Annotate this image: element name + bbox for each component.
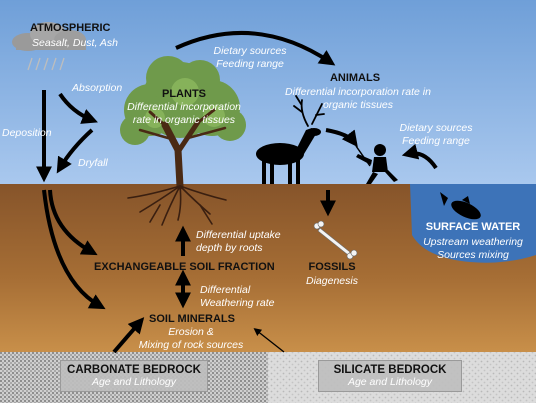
bone-icon [313,220,358,260]
surface-water-line1: Upstream weathering [423,236,523,248]
carbonate-title: CARBONATE BEDROCK [67,364,201,376]
tree-icon [120,56,246,226]
carbonate-bedrock-label: CARBONATE BEDROCK Age and Lithology [60,360,208,392]
surface-water-line2: Sources mixing [437,249,509,261]
flow-arrows [36,30,438,354]
animals-line1: Differential incorporation rate in [285,86,431,98]
uptake-line1: Differential uptake [196,229,281,241]
animals-line2: organic tissues [322,99,394,111]
animals-title: ANIMALS [329,72,381,84]
exchangeable-title: EXCHANGEABLE SOIL FRACTION [94,261,275,273]
atmospheric-subtitle: Seasalt, Dust, Ash [32,37,118,49]
plants-title: PLANTS [162,88,206,100]
dietary-right-line1: Dietary sources [399,122,473,134]
rain-cloud-icon [12,22,86,71]
soil-minerals-line2: Mixing of rock sources [138,339,244,351]
plants-line2: rate in organic tissues [132,114,236,126]
soil-minerals-line1: Erosion & [168,326,214,338]
uptake-line2: depth by roots [196,242,263,254]
carbonate-subtitle: Age and Lithology [91,376,177,388]
silicate-subtitle: Age and Lithology [347,376,433,388]
silicate-bedrock-label: SILICATE BEDROCK Age and Lithology [318,360,462,392]
silicate-arrow [253,328,285,353]
dietary-top-line2: Feeding range [216,58,284,70]
soil-minerals-title: SOIL MINERALS [149,313,235,325]
surface-water-pond [410,184,536,263]
human-icon [355,144,398,184]
deposition-label: Deposition [2,127,52,139]
absorption-label: Absorption [72,82,123,94]
silicate-title: SILICATE BEDROCK [333,364,447,376]
dietary-top-line1: Dietary sources [213,45,287,57]
plants-line1: Differential incorporation [127,101,241,113]
fish-icon [440,192,481,220]
dryfall-label: Dryfall [78,157,108,169]
dietary-right-line2: Feeding range [402,135,470,147]
atmospheric-title: ATMOSPHERIC [30,22,111,34]
fossils-subtitle: Diagenesis [306,275,358,287]
surface-water-title: SURFACE WATER [425,221,521,233]
weathering-line1: Differential [200,284,251,296]
fossils-title: FOSSILS [308,261,356,273]
deer-icon [256,95,325,184]
weathering-line2: Weathering rate [200,297,275,309]
